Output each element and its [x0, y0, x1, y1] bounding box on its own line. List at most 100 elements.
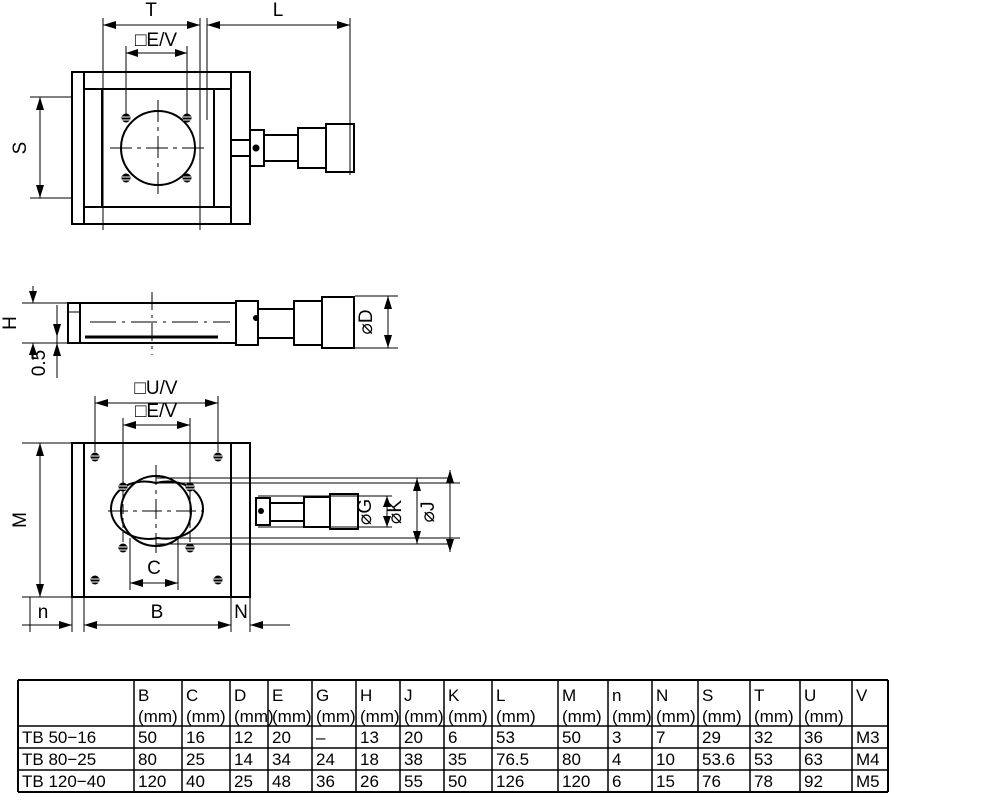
- table-cell: 16: [186, 728, 205, 747]
- dim-label-S: S: [10, 142, 31, 155]
- table-cell: 36: [316, 772, 335, 791]
- dim-UV: □U/V: [95, 378, 218, 407]
- table-cell: 76.5: [496, 750, 529, 769]
- table-cell: TB 120−40: [22, 772, 106, 791]
- table-grid: [17, 679, 889, 793]
- side-view-connector: [235, 296, 355, 349]
- table-cell: B: [138, 686, 149, 705]
- table-cell: 4: [612, 750, 621, 769]
- dim-dia-J: ⌀J: [418, 470, 454, 552]
- table-cell: M3: [856, 728, 880, 747]
- table-cell: 53.6: [702, 750, 735, 769]
- dim-H: H: [0, 286, 37, 360]
- table-cell: 18: [360, 750, 379, 769]
- table-cell: 53: [754, 750, 773, 769]
- table-cell: (mm): [272, 707, 312, 726]
- table-cell: 15: [656, 772, 675, 791]
- table-cell: N: [656, 686, 668, 705]
- table-cell: 24: [316, 750, 335, 769]
- top-view-centre-lines: [110, 100, 206, 196]
- top-view: T L □E/V S: [10, 0, 355, 230]
- dim-label-dia-K: ⌀K: [385, 500, 406, 524]
- dim-B: B: [84, 602, 231, 629]
- dim-label-dia-G: ⌀G: [355, 499, 376, 525]
- table-cell: (mm): [360, 707, 400, 726]
- table-cell: (mm): [496, 707, 536, 726]
- front-view-projection-lines: [156, 477, 460, 545]
- dim-S: S: [10, 96, 72, 199]
- table-cell: T: [754, 686, 764, 705]
- table-cell: L: [496, 686, 505, 705]
- table-cell: 36: [804, 728, 823, 747]
- table-cell: TB 50−16: [22, 728, 96, 747]
- table-cell: 50: [138, 728, 157, 747]
- table-cell: M: [562, 686, 576, 705]
- table-cell: (mm): [612, 707, 652, 726]
- front-view-body: [71, 442, 251, 598]
- table-cell: (mm): [656, 707, 696, 726]
- table-cell: 120: [562, 772, 590, 791]
- table-cell: 120: [138, 772, 166, 791]
- table-cell: M4: [856, 750, 880, 769]
- dim-dia-G: ⌀G: [355, 496, 391, 527]
- table-cell: M5: [856, 772, 880, 791]
- table-cell: G: [316, 686, 329, 705]
- dim-label-EV-front: □E/V: [135, 401, 177, 422]
- dim-label-0-5: 0.5: [29, 350, 50, 376]
- table-cell: 32: [754, 728, 773, 747]
- dim-label-dia-J: ⌀J: [418, 502, 439, 523]
- table-cell: 13: [360, 728, 379, 747]
- table-cell: (mm): [448, 707, 488, 726]
- table-cell: (mm): [316, 707, 356, 726]
- table-cell: (mm): [804, 707, 844, 726]
- dim-EV-top: □E/V: [126, 30, 187, 57]
- table-cell: 53: [496, 728, 515, 747]
- top-view-bolt-holes: [121, 113, 192, 183]
- side-view: H 0.5: [0, 286, 398, 378]
- table-cell: U: [804, 686, 816, 705]
- front-view-connector: [255, 493, 359, 530]
- front-view: □U/V □E/V M: [10, 378, 460, 632]
- table-cell: 78: [754, 772, 773, 791]
- table-cell: 48: [272, 772, 291, 791]
- table-cell: 76: [702, 772, 721, 791]
- dim-label-N: N: [234, 602, 248, 623]
- table-cell: D: [234, 686, 246, 705]
- table-cell: 50: [448, 772, 467, 791]
- dim-label-EV-top: □E/V: [135, 30, 177, 51]
- table-cell: 50: [562, 728, 581, 747]
- table-cell: 25: [186, 750, 205, 769]
- top-view-keyway: [230, 139, 251, 157]
- table-cell: (mm): [404, 707, 444, 726]
- table-cell: 34: [272, 750, 291, 769]
- table-cell: (mm): [754, 707, 794, 726]
- table-cell: 3: [612, 728, 621, 747]
- table-cell: 80: [562, 750, 581, 769]
- table-cell: 126: [496, 772, 524, 791]
- table-cell: K: [448, 686, 460, 705]
- dim-M: M: [10, 443, 44, 597]
- dim-0-5: 0.5: [29, 305, 61, 378]
- table-cell: 12: [234, 728, 253, 747]
- dim-label-M: M: [10, 512, 31, 528]
- table-cell: 20: [272, 728, 291, 747]
- table-cell: E: [272, 686, 283, 705]
- front-view-extension-lines: [22, 396, 251, 632]
- front-view-bolt-hole-hatch: [91, 455, 222, 583]
- table-cell: 20: [404, 728, 423, 747]
- table-cell: 80: [138, 750, 157, 769]
- table-cell: n: [612, 686, 621, 705]
- front-view-centre-lines: [108, 465, 204, 558]
- table-cell: (mm): [702, 707, 742, 726]
- dim-label-n: n: [38, 602, 49, 623]
- dim-dia-K: ⌀K: [385, 478, 421, 544]
- dim-label-T: T: [145, 0, 157, 21]
- dim-dia-D: ⌀D: [356, 296, 392, 348]
- table-cell: J: [404, 686, 413, 705]
- table-cell: (mm): [186, 707, 226, 726]
- table-cell: 35: [448, 750, 467, 769]
- table-cell: –: [316, 728, 326, 747]
- table-cell: 10: [656, 750, 675, 769]
